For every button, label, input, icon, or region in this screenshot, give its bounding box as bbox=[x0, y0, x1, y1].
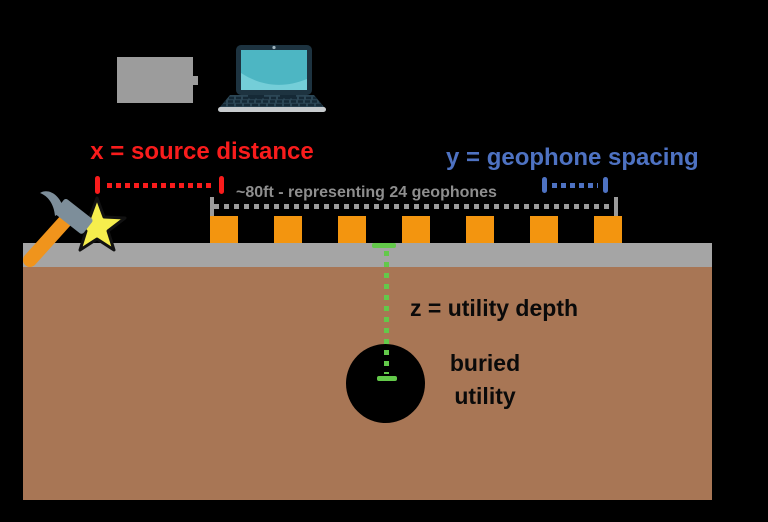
ground-surface bbox=[23, 243, 712, 267]
geophone bbox=[210, 216, 238, 243]
utility-depth-label: z = utility depth bbox=[410, 295, 579, 321]
geophone bbox=[402, 216, 430, 243]
measure-end-tick bbox=[219, 176, 224, 194]
spread-end-tick bbox=[614, 197, 618, 216]
laptop-icon bbox=[218, 45, 326, 112]
geophone bbox=[594, 216, 622, 243]
dotted-line bbox=[552, 183, 598, 188]
geophone-spacing-measure-line bbox=[542, 177, 608, 195]
geophone bbox=[274, 216, 302, 243]
dotted-line bbox=[107, 183, 212, 188]
source-distance-measure-line bbox=[95, 176, 224, 194]
spread-length-note: ~80ft - representing 24 geophones bbox=[236, 184, 497, 201]
geophone bbox=[530, 216, 558, 243]
depth-line-top-dash bbox=[372, 243, 396, 248]
measure-end-tick bbox=[603, 177, 608, 193]
buried-utility-label-line1: buried bbox=[449, 350, 521, 376]
spread-end-tick bbox=[210, 197, 214, 216]
buried-utility-label-line2: utility bbox=[454, 383, 516, 409]
geophone bbox=[338, 216, 366, 243]
depth-dotted-line bbox=[384, 251, 389, 374]
geophone-spread-dotted-line bbox=[214, 204, 610, 209]
depth-line-bottom-dash bbox=[377, 376, 397, 381]
hammer-icon bbox=[23, 191, 127, 267]
measure-end-tick bbox=[542, 177, 547, 193]
seismograph-box-icon bbox=[117, 57, 193, 103]
geophone-spacing-label: y = geophone spacing bbox=[446, 144, 699, 171]
measure-end-tick bbox=[95, 176, 100, 194]
source-distance-label: x = source distance bbox=[90, 138, 314, 165]
geophone bbox=[466, 216, 494, 243]
seismograph-box-connector bbox=[193, 76, 198, 85]
buried-utility-label: buried utility bbox=[436, 347, 534, 413]
